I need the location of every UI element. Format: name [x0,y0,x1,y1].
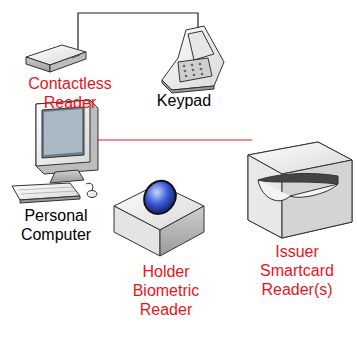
device-label-node: Personal Computer [0,206,112,244]
cable-line [78,13,198,49]
device-label: Personal Computer [0,206,112,244]
keypad-icon [162,26,224,93]
personal-computer-icon [12,100,98,203]
device-label-node: Issuer Smartcard Reader(s) [238,242,356,299]
biometric-reader-icon [114,181,204,256]
device-label: Contactless Reader [14,74,126,112]
smartcard-reader-icon [248,142,352,238]
cable-line [97,139,252,140]
device-label-node: Contactless Reader [14,74,126,112]
device-label: Holder Biometric Reader [114,262,218,319]
contactless-reader-icon [26,45,86,72]
device-label: Issuer Smartcard Reader(s) [238,242,356,299]
device-label-node: Keypad [142,91,226,110]
device-label: Keypad [142,91,226,110]
device-label-node: Holder Biometric Reader [114,262,218,319]
